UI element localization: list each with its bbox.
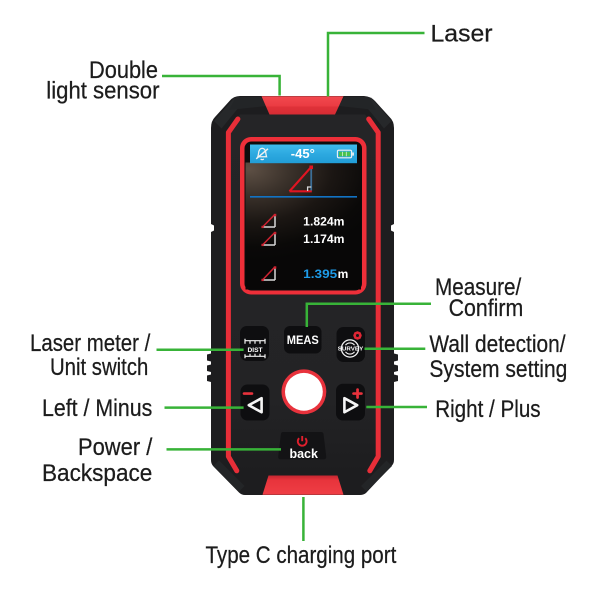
svg-text:back: back bbox=[289, 446, 318, 461]
svg-text:Unit switch: Unit switch bbox=[50, 354, 148, 381]
svg-text:Left / Minus: Left / Minus bbox=[42, 395, 152, 422]
svg-text:-45°: -45° bbox=[291, 146, 315, 161]
svg-text:System setting: System setting bbox=[429, 356, 567, 383]
svg-text:Right / Plus: Right / Plus bbox=[435, 396, 540, 423]
svg-text:1.395: 1.395 bbox=[303, 267, 337, 281]
svg-text:m: m bbox=[338, 267, 349, 281]
svg-text:Measure/: Measure/ bbox=[435, 274, 521, 301]
svg-text:1.174m: 1.174m bbox=[303, 232, 344, 246]
svg-text:Type C charging port: Type C charging port bbox=[206, 542, 397, 569]
svg-text:Laser meter /: Laser meter / bbox=[30, 330, 151, 357]
svg-text:light sensor: light sensor bbox=[46, 77, 159, 104]
svg-text:SURVEY: SURVEY bbox=[338, 347, 364, 353]
svg-text:Wall detection/: Wall detection/ bbox=[429, 331, 565, 358]
svg-text:DIST: DIST bbox=[247, 347, 262, 354]
svg-text:1.824m: 1.824m bbox=[303, 214, 344, 228]
svg-text:Double: Double bbox=[89, 57, 158, 84]
svg-text:Backspace: Backspace bbox=[42, 460, 152, 487]
svg-text:Power /: Power / bbox=[78, 434, 153, 461]
svg-text:Laser: Laser bbox=[431, 21, 493, 48]
svg-text:Confirm: Confirm bbox=[449, 295, 524, 322]
svg-text:MEAS: MEAS bbox=[287, 335, 319, 347]
